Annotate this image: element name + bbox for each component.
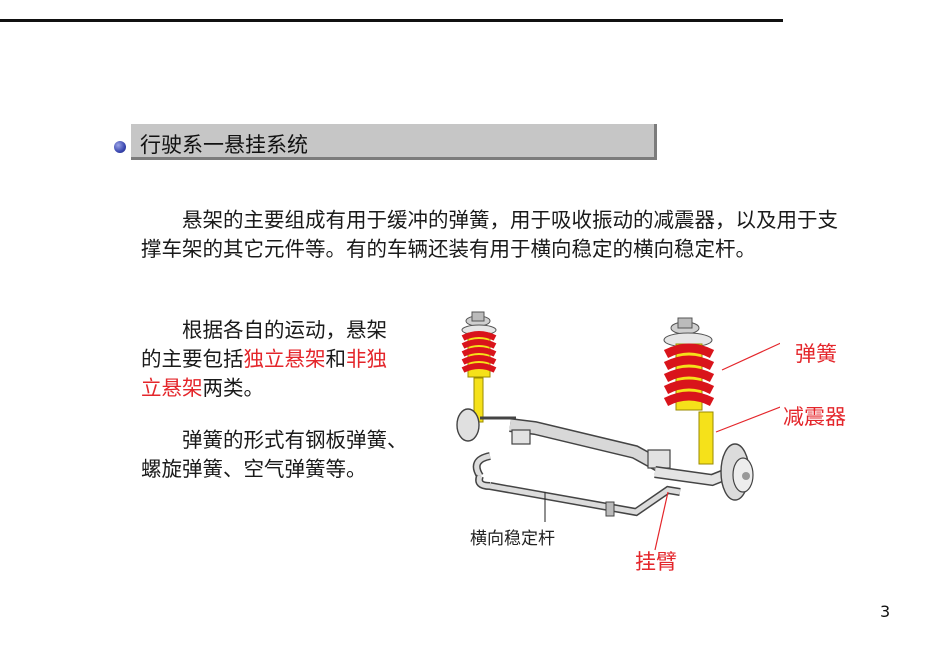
title-bar: 行驶系一悬挂系统 — [131, 124, 657, 160]
page-number: 3 — [880, 602, 891, 621]
paragraph-types: 根据各自的运动，悬架的主要包括独立悬架和非独立悬架两类。 — [141, 318, 387, 400]
highlight-dependent-a: 非独 — [346, 347, 387, 371]
bullet-icon — [114, 141, 126, 153]
label-stabilizer: 横向稳定杆 — [470, 529, 555, 549]
slide-title: 行驶系一悬挂系统 — [140, 133, 308, 157]
right-hub — [720, 443, 754, 501]
crossmember — [509, 418, 671, 475]
right-strut-assembly — [663, 317, 715, 465]
highlight-dependent-b: 立悬架 — [141, 376, 203, 400]
paragraph-spring-forms: 弹簧的形式有钢板弹簧、螺旋弹簧、空气弹簧等。 — [141, 428, 408, 481]
left-strut-assembly — [456, 311, 516, 442]
leader-spring — [721, 342, 780, 371]
leader-arm — [654, 491, 669, 551]
label-spring: 弹簧 — [795, 342, 837, 366]
paragraph-intro: 悬架的主要组成有用于缓冲的弹簧，用于吸收振动的减震器，以及用于支撑车架的其它元件… — [141, 208, 838, 261]
label-arm: 挂臂 — [635, 550, 677, 574]
suspension-illustration — [456, 311, 780, 551]
top-rule — [0, 19, 783, 22]
label-damper: 减震器 — [783, 405, 846, 429]
stabilizer-bar — [472, 452, 681, 517]
leader-damper — [715, 406, 780, 433]
highlight-independent: 独立悬架 — [243, 347, 326, 371]
